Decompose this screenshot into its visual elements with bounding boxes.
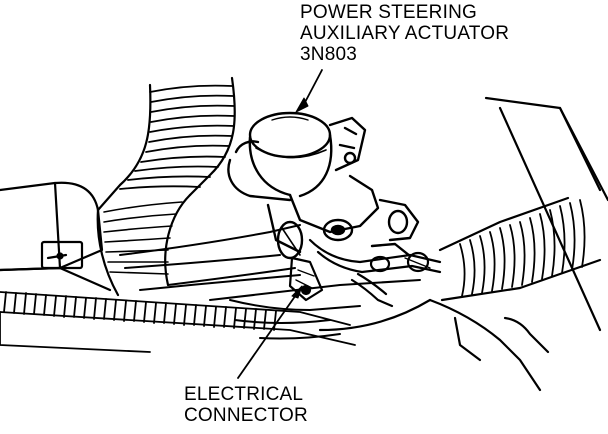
wiring-bundle (119, 224, 421, 301)
electrical-connector (288, 256, 324, 302)
right-frame-rail (318, 96, 608, 392)
actuator-body (227, 111, 420, 260)
ribbed-frame (0, 291, 356, 353)
connector-leader-arrowhead (291, 285, 303, 299)
metal-line (308, 238, 442, 308)
actuator-part-number: 3N803 (300, 44, 357, 65)
housing-tag (40, 240, 84, 270)
actuator-callout: POWER STEERING AUXILIARY ACTUATOR 3N803 (300, 2, 509, 65)
lower-wire-bundle (229, 299, 361, 340)
right-corrugated-hose (438, 196, 602, 302)
actuator-leader-arrowhead (295, 97, 309, 113)
actuator-label-line2: AUXILIARY ACTUATOR (300, 23, 510, 44)
connector-label-line2: CONNECTOR (184, 405, 308, 426)
connector-callout: ELECTRICAL CONNECTOR (184, 384, 308, 426)
connector-label-line1: ELECTRICAL (184, 384, 304, 405)
left-corrugated-hose (96, 76, 236, 212)
lower-hose-bend (96, 193, 192, 297)
actuator-label-line1: POWER STEERING (300, 2, 477, 23)
connector-leader-line (237, 291, 299, 379)
left-housing (0, 181, 112, 292)
